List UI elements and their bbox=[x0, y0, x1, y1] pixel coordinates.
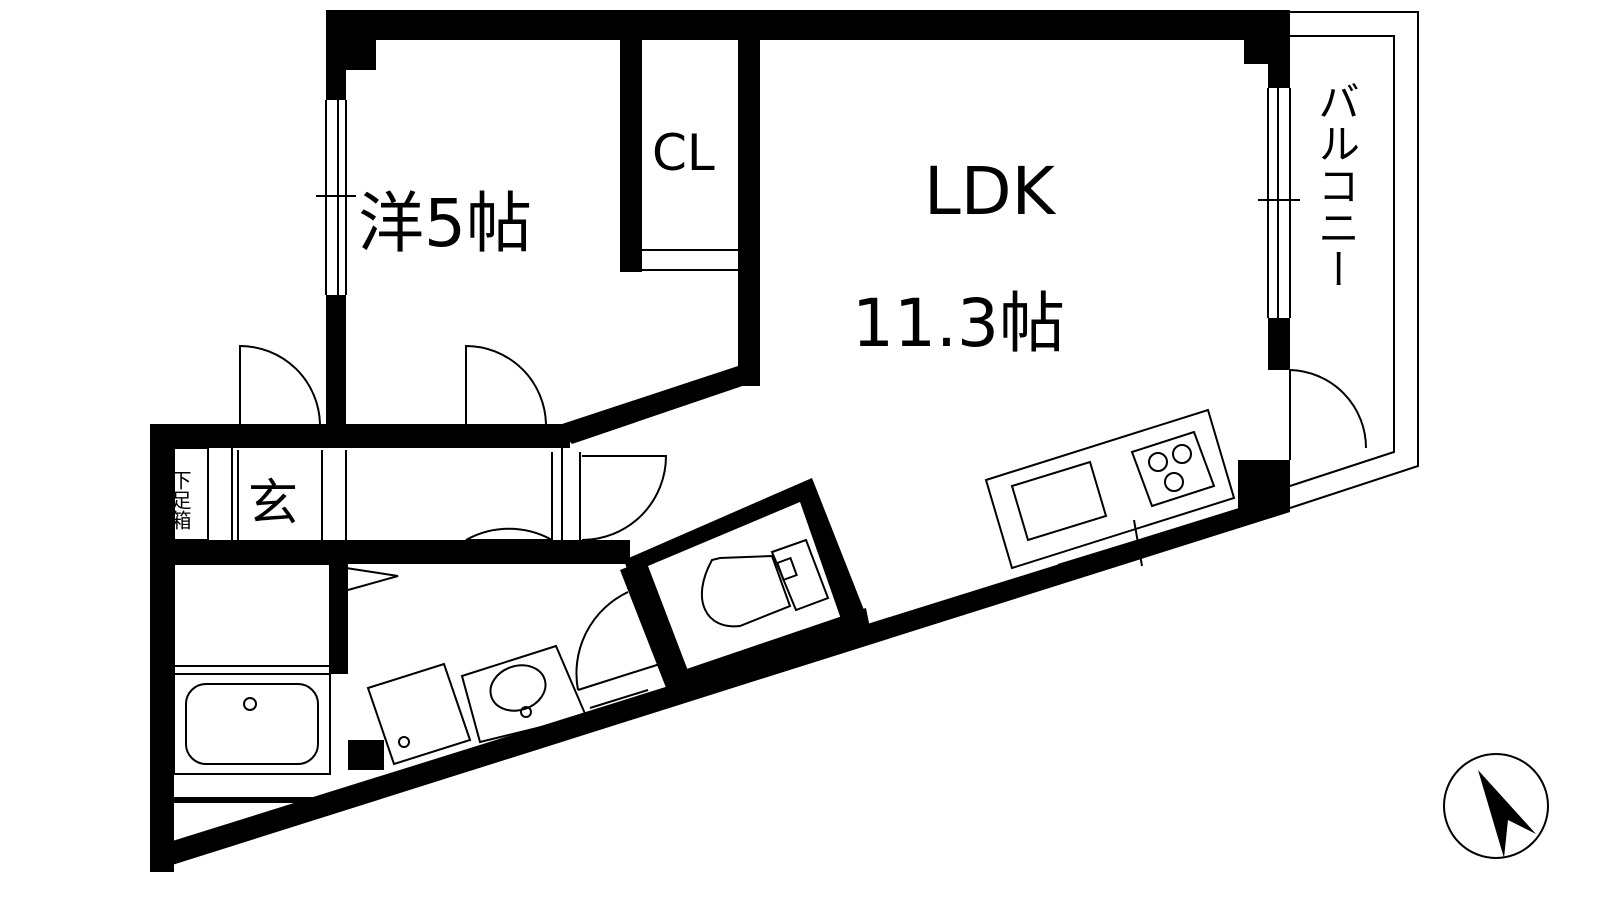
bathtub-icon bbox=[173, 563, 331, 775]
compass-ring bbox=[1443, 753, 1549, 859]
closet-shelf bbox=[642, 249, 738, 271]
shoe-box-label: 下足箱 bbox=[168, 470, 192, 530]
entrance-label: 玄 bbox=[248, 474, 298, 532]
toilet-icon bbox=[701, 538, 830, 628]
north-arrow-icon bbox=[1478, 770, 1536, 858]
kitchen-counter bbox=[984, 408, 1236, 570]
western-room-label: 洋5帖 bbox=[358, 185, 532, 262]
balcony bbox=[1289, 11, 1419, 509]
closet-label: CL bbox=[652, 124, 715, 182]
outer-walls bbox=[150, 10, 1290, 872]
wash-pointer bbox=[345, 567, 399, 591]
washbasin-icon bbox=[460, 644, 588, 744]
interior-walls bbox=[556, 38, 870, 698]
doors bbox=[237, 344, 1367, 691]
compass bbox=[1443, 753, 1549, 859]
washing-machine-icon bbox=[366, 662, 472, 766]
ldk-size-label: 11.3帖 bbox=[852, 285, 1065, 362]
balcony-label: バルコニー bbox=[1312, 80, 1361, 290]
ldk-label: LDK bbox=[924, 153, 1057, 230]
windows bbox=[316, 88, 1300, 721]
shoe-box bbox=[173, 447, 233, 541]
